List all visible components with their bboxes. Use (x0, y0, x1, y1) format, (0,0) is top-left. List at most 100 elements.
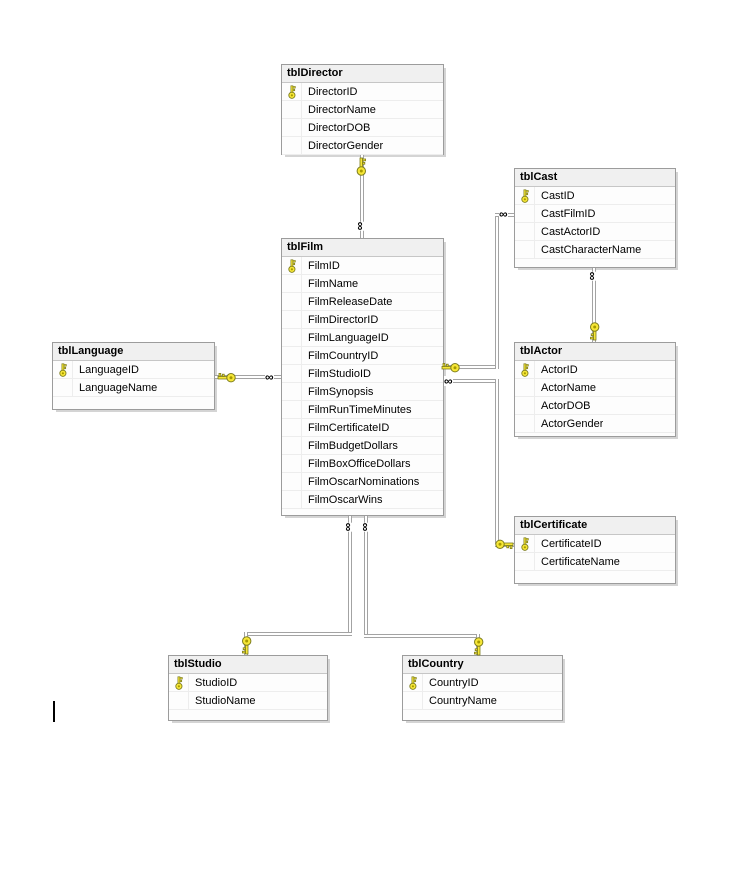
key-column-cell (282, 293, 302, 310)
table-tblFilm[interactable]: tblFilm FilmID FilmName FilmReleaseDate … (281, 238, 444, 516)
table-row[interactable]: FilmBoxOfficeDollars (282, 455, 443, 473)
table-title-bar[interactable]: tblLanguage (53, 343, 214, 361)
table-row[interactable]: FilmRunTimeMinutes (282, 401, 443, 419)
field-name: FilmStudioID (308, 367, 371, 380)
table-tblCast[interactable]: tblCast CastID CastFilmID CastActorID Ca… (514, 168, 676, 268)
table-tblActor[interactable]: tblActor ActorID ActorName ActorDOB Acto… (514, 342, 676, 437)
table-tblStudio[interactable]: tblStudio StudioID StudioName (168, 655, 328, 721)
field-name: LanguageName (79, 381, 158, 394)
primary-key-icon (515, 535, 535, 552)
relationship-language-film-line[interactable] (215, 375, 281, 379)
table-tblCountry[interactable]: tblCountry CountryID CountryName (402, 655, 563, 721)
table-title-bar[interactable]: tblDirector (282, 65, 443, 83)
table-title-bar[interactable]: tblCertificate (515, 517, 675, 535)
key-one-icon (495, 538, 514, 551)
key-column-cell (403, 692, 423, 709)
key-column-cell (515, 397, 535, 414)
table-row[interactable]: ActorName (515, 379, 675, 397)
table-row[interactable]: FilmCountryID (282, 347, 443, 365)
table-row[interactable]: CertificateName (515, 553, 675, 571)
table-row[interactable]: CountryName (403, 692, 562, 710)
relationship-country-film-line[interactable] (364, 634, 478, 638)
table-row[interactable]: DirectorGender (282, 137, 443, 155)
field-name: ActorGender (541, 417, 604, 430)
table-row[interactable]: FilmID (282, 257, 443, 275)
table-tblLanguage[interactable]: tblLanguage LanguageID LanguageName (52, 342, 215, 410)
table-title: tblCertificate (520, 519, 588, 531)
field-name: CertificateID (541, 537, 602, 550)
primary-key-icon (282, 83, 302, 100)
key-column-cell (515, 379, 535, 396)
table-tblCertificate[interactable]: tblCertificate CertificateID Certificate… (514, 516, 676, 584)
relationship-studio-film-line[interactable] (244, 632, 352, 636)
table-row[interactable]: LanguageName (53, 379, 214, 397)
table-tblDirector[interactable]: tblDirector DirectorID DirectorName Dire… (281, 64, 444, 155)
table-row[interactable]: FilmDirectorID (282, 311, 443, 329)
table-row[interactable]: CastActorID (515, 223, 675, 241)
key-column-cell (282, 311, 302, 328)
relationship-studio-film-line[interactable] (348, 516, 352, 634)
key-column-cell (53, 379, 73, 396)
field-name: CastID (541, 189, 575, 202)
field-name: FilmSynopsis (308, 385, 374, 398)
table-row[interactable]: CountryID (403, 674, 562, 692)
table-title: tblCountry (408, 658, 464, 670)
table-row[interactable]: FilmCertificateID (282, 419, 443, 437)
table-row[interactable]: LanguageID (53, 361, 214, 379)
table-row[interactable]: FilmStudioID (282, 365, 443, 383)
table-row[interactable]: FilmReleaseDate (282, 293, 443, 311)
field-name: FilmRunTimeMinutes (308, 403, 412, 416)
key-one-icon (472, 637, 485, 656)
field-name: CertificateName (541, 555, 620, 568)
table-row[interactable]: DirectorName (282, 101, 443, 119)
field-name: FilmName (308, 277, 359, 290)
primary-key-icon (515, 361, 535, 378)
primary-key-icon (53, 361, 73, 378)
table-row[interactable]: StudioName (169, 692, 327, 710)
table-title-bar[interactable]: tblCast (515, 169, 675, 187)
table-title-bar[interactable]: tblCountry (403, 656, 562, 674)
table-title: tblLanguage (58, 345, 124, 357)
key-column-cell (515, 553, 535, 570)
table-row[interactable]: ActorDOB (515, 397, 675, 415)
key-column-cell (282, 329, 302, 346)
table-row[interactable]: DirectorDOB (282, 119, 443, 137)
key-one-icon (441, 361, 460, 374)
table-row[interactable]: CastCharacterName (515, 241, 675, 259)
table-title: tblDirector (287, 67, 343, 79)
key-column-cell (282, 473, 302, 490)
table-title-bar[interactable]: tblStudio (169, 656, 327, 674)
table-row[interactable]: CastID (515, 187, 675, 205)
relationship-film-cast-line[interactable] (444, 365, 499, 369)
table-row[interactable]: DirectorID (282, 83, 443, 101)
table-row[interactable]: FilmOscarWins (282, 491, 443, 509)
table-row[interactable]: StudioID (169, 674, 327, 692)
field-name: CastCharacterName (541, 243, 642, 256)
key-one-icon (217, 371, 236, 384)
table-title-bar[interactable]: tblActor (515, 343, 675, 361)
field-name: FilmOscarNominations (308, 475, 420, 488)
table-row[interactable]: CastFilmID (515, 205, 675, 223)
table-row[interactable]: FilmOscarNominations (282, 473, 443, 491)
table-row[interactable]: FilmBudgetDollars (282, 437, 443, 455)
table-row[interactable]: ActorID (515, 361, 675, 379)
field-name: DirectorGender (308, 139, 384, 152)
table-row[interactable]: CertificateID (515, 535, 675, 553)
table-row[interactable]: FilmName (282, 275, 443, 293)
field-name: FilmBudgetDollars (308, 439, 398, 452)
field-name: FilmLanguageID (308, 331, 389, 344)
table-row[interactable]: FilmSynopsis (282, 383, 443, 401)
relationship-country-film-line[interactable] (364, 516, 368, 636)
field-name: CastActorID (541, 225, 601, 238)
key-column-cell (515, 415, 535, 432)
relationship-certificate-film-line[interactable] (444, 379, 499, 383)
table-title-bar[interactable]: tblFilm (282, 239, 443, 257)
field-name: CastFilmID (541, 207, 596, 220)
relationship-certificate-film-line[interactable] (495, 379, 499, 545)
relationship-director-film-line[interactable] (360, 155, 364, 238)
relationship-film-cast-line[interactable] (495, 213, 499, 369)
relationship-actor-cast-line[interactable] (592, 268, 596, 342)
table-row[interactable]: FilmLanguageID (282, 329, 443, 347)
table-row[interactable]: ActorGender (515, 415, 675, 433)
